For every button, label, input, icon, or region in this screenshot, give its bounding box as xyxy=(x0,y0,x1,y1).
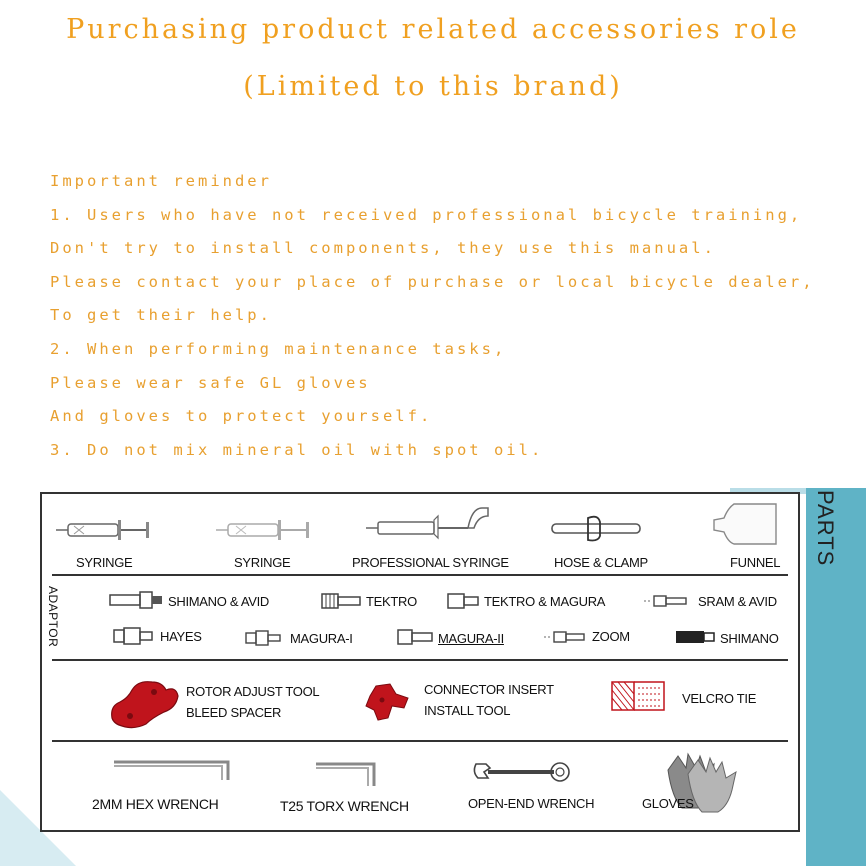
important-reminder: Important reminder 1. Users who have not… xyxy=(50,165,815,467)
reminder-heading: Important reminder xyxy=(50,172,272,190)
adaptor-magura-1-label: MAGURA-I xyxy=(290,631,353,646)
hose-clamp-icon xyxy=(551,515,641,542)
rotor-adjust-tool-label: ROTOR ADJUST TOOL xyxy=(186,684,320,699)
reminder-line: To get their help. xyxy=(50,306,272,325)
connector-insert-tool-icon xyxy=(365,683,409,721)
adaptor-tektro-icon xyxy=(321,593,361,609)
parts-board: SYRINGE SYRINGE PROFESSIONAL SYRINGE HOS… xyxy=(40,492,800,832)
gloves-icon xyxy=(667,752,737,813)
install-tool-label: INSTALL TOOL xyxy=(424,703,511,718)
adaptor-hayes-label: HAYES xyxy=(160,629,202,644)
row-divider xyxy=(52,659,788,661)
syringe-icon xyxy=(56,520,149,540)
torx-wrench-icon xyxy=(316,762,376,786)
gloves-label: GLOVES xyxy=(642,796,694,811)
row-divider xyxy=(52,574,788,576)
funnel-label: FUNNEL xyxy=(730,555,781,570)
adaptor-magura-2-label: MAGURA-II xyxy=(438,631,504,646)
funnel-icon xyxy=(713,503,777,545)
adaptor-sram-avid-label: SRAM & AVID xyxy=(698,594,777,609)
adaptor-zoom-icon xyxy=(544,631,585,643)
parts-side-label: PARTS xyxy=(813,490,838,567)
adaptor-shimano-avid-icon xyxy=(109,591,162,609)
adaptor-tektro-magura-label: TEKTRO & MAGURA xyxy=(484,594,606,609)
reminder-line: 1. Users who have not received professio… xyxy=(50,205,803,224)
adaptor-tektro-label: TEKTRO xyxy=(366,594,417,609)
adaptor-shimano-icon xyxy=(676,631,715,643)
reminder-line: 2. When performing maintenance tasks, xyxy=(50,339,507,358)
open-end-wrench-icon xyxy=(473,762,570,782)
adaptor-magura-2-icon xyxy=(397,629,433,645)
adaptor-sram-avid-icon xyxy=(644,595,687,607)
page-title: Purchasing product related accessories r… xyxy=(66,14,800,45)
connector-insert-label: CONNECTOR INSERT xyxy=(424,682,554,697)
velcro-tie-label: VELCRO TIE xyxy=(682,691,757,706)
hose-clamp-label: HOSE & CLAMP xyxy=(554,555,648,570)
reminder-line: Please wear safe GL gloves xyxy=(50,373,371,392)
velcro-tie-icon xyxy=(611,681,665,711)
hex-wrench-label: 2MM HEX WRENCH xyxy=(92,796,219,812)
adaptor-label: ADAPTOR xyxy=(46,586,60,648)
syringe-icon xyxy=(216,520,309,540)
decorative-strip xyxy=(730,488,806,494)
adaptor-shimano-label: SHIMANO xyxy=(720,631,779,646)
rotor-adjust-tool-icon xyxy=(111,681,179,729)
reminder-line: Don't try to install components, they us… xyxy=(50,239,716,258)
hex-wrench-icon xyxy=(114,760,230,780)
adaptor-magura-1-icon xyxy=(245,630,281,646)
torx-wrench-label: T25 TORX WRENCH xyxy=(280,798,409,814)
syringe-label-1: SYRINGE xyxy=(76,555,133,570)
page-subtitle: (Limited to this brand) xyxy=(243,71,623,102)
row-divider xyxy=(52,740,788,742)
reminder-line: Please contact your place of purchase or… xyxy=(50,272,815,291)
adaptor-zoom-label: ZOOM xyxy=(592,629,630,644)
reminder-line: And gloves to protect yourself. xyxy=(50,407,433,426)
adaptor-hayes-icon xyxy=(113,627,153,645)
reminder-line: 3. Do not mix mineral oil with spot oil. xyxy=(50,440,544,459)
teal-side-panel xyxy=(806,488,866,866)
adaptor-shimano-avid-label: SHIMANO & AVID xyxy=(168,594,270,609)
adaptor-tektro-magura-icon xyxy=(447,593,479,609)
bleed-spacer-label: BLEED SPACER xyxy=(186,705,282,720)
professional-syringe-label: PROFESSIONAL SYRINGE xyxy=(352,555,509,570)
open-end-wrench-label: OPEN-END WRENCH xyxy=(468,796,595,811)
syringe-label-2: SYRINGE xyxy=(234,555,291,570)
professional-syringe-icon xyxy=(366,507,489,540)
